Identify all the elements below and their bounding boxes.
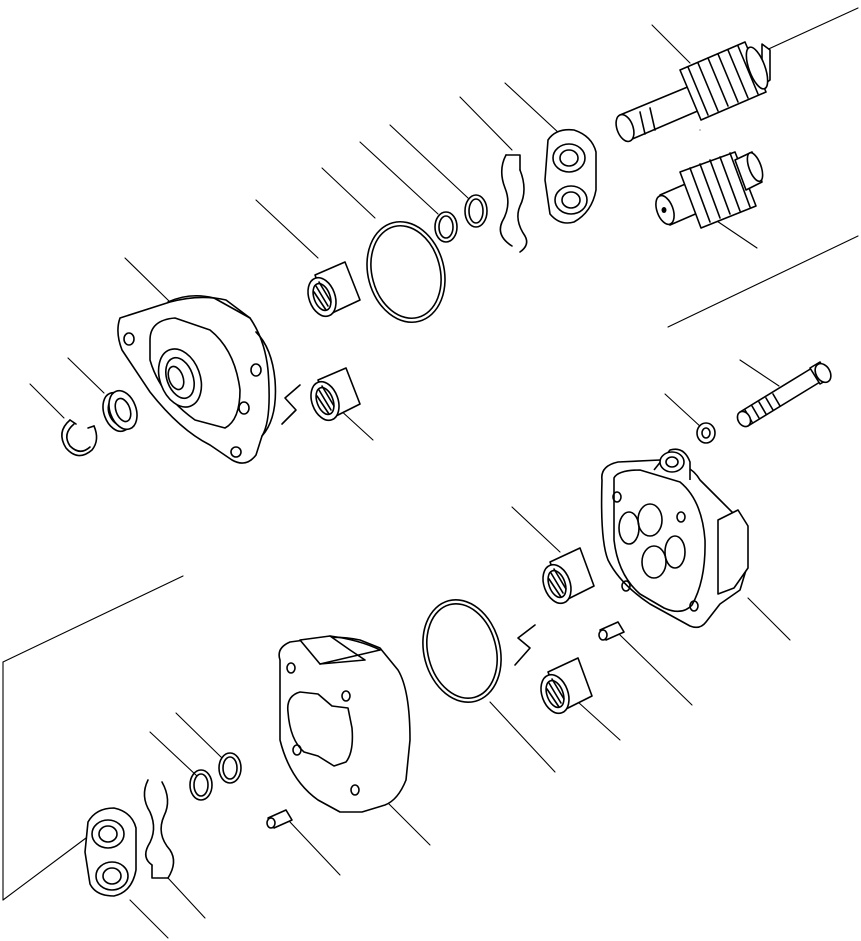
snap-ring [61, 419, 98, 457]
o-ring-lower [422, 599, 502, 703]
seal-top [499, 154, 528, 253]
drive-gear-shaft [615, 41, 771, 143]
shaft-seal [102, 389, 138, 433]
gear-housing [278, 635, 411, 813]
dowel-pin-right [598, 621, 625, 641]
rings-lower [189, 752, 242, 801]
o-ring-top [366, 220, 446, 324]
bolt [736, 361, 832, 428]
frame-lines [2, 7, 859, 901]
needle-bearing-right-lower [514, 624, 593, 715]
front-cover [117, 294, 277, 464]
lock-washer [696, 422, 716, 444]
seal-lower [143, 779, 175, 879]
wear-plate-top [544, 128, 597, 224]
dowel-pin-lower [266, 809, 293, 829]
driven-gear [655, 151, 764, 229]
wear-plate-lower [84, 807, 137, 897]
needle-bearing-upper [307, 261, 361, 318]
needle-bearing-left [281, 367, 361, 425]
rings-top [434, 194, 488, 243]
rear-cover [600, 448, 749, 629]
needle-bearing-right-upper [542, 547, 595, 605]
